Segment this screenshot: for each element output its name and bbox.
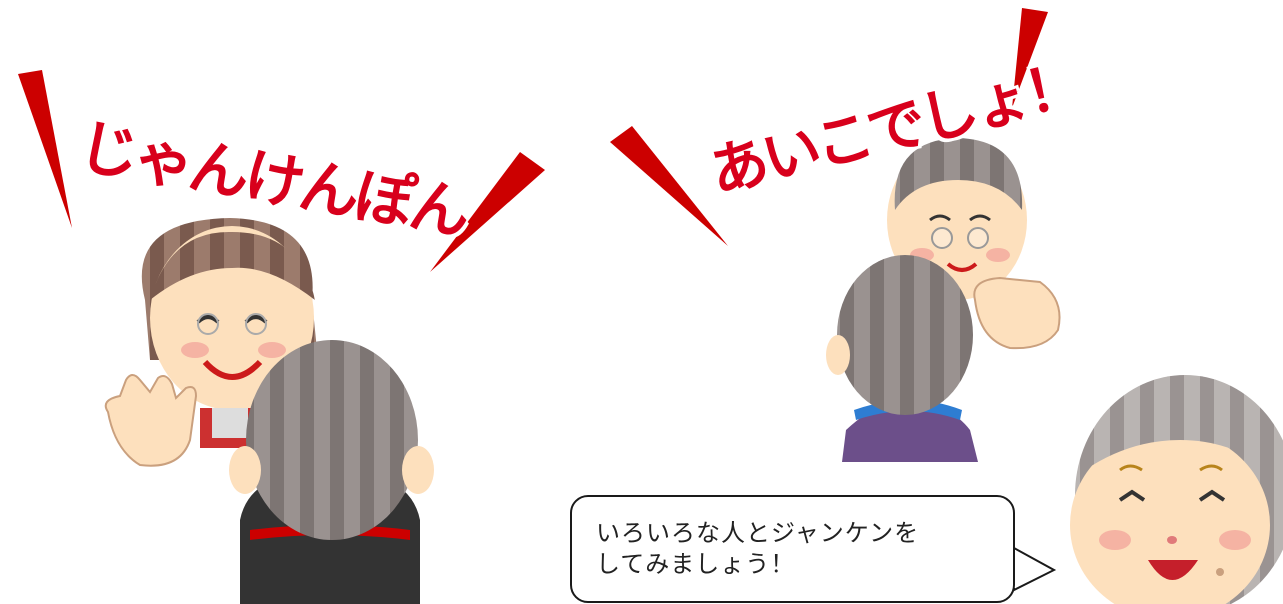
smiling-woman-icon	[1070, 375, 1283, 604]
speech-bubble	[570, 495, 1015, 603]
back-of-head-icon	[229, 340, 434, 604]
speech-bubble-text: いろいろな人とジャンケンを してみましょう！	[596, 518, 1006, 580]
back-of-head-icon	[826, 255, 978, 462]
woman-face-icon	[104, 218, 318, 467]
speech-bubble-tail	[1010, 546, 1057, 592]
speech-line-1: いろいろな人とジャンケンを	[596, 519, 920, 547]
surprise-wedge-icon	[18, 8, 1048, 272]
speech-line-2: してみましょう！	[596, 550, 796, 578]
